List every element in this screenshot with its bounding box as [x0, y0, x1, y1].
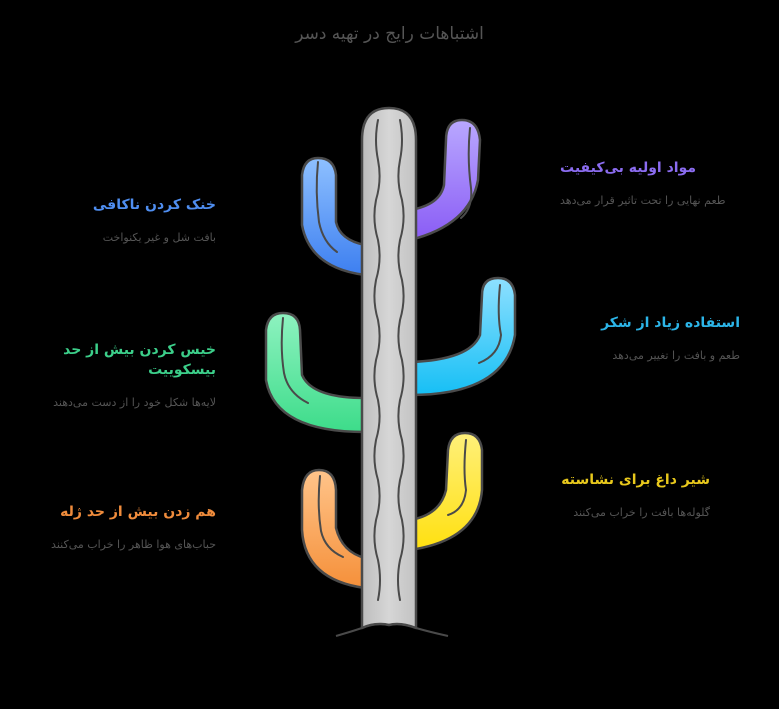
mistake-heading: شیر داغ برای نشاسته — [561, 472, 710, 488]
mistake-heading: استفاده زیاد از شکر — [601, 315, 740, 331]
mistake-heading: خنک کردن ناکافی — [92, 197, 216, 213]
arm-green — [264, 311, 367, 434]
mistake-heading: مواد اولیه بی‌کیفیت — [560, 160, 697, 176]
mistake-description: طعم و بافت را تغییر می‌دهد — [612, 349, 740, 362]
mistake-heading: خیس کردن بیش از حد بیسکوییت — [63, 342, 216, 378]
arm-orange — [300, 468, 367, 590]
mistake-description: لایه‌ها شکل خود را از دست می‌دهند — [53, 396, 216, 409]
mistake-item-overstirring-jelly: هم زدن بیش از حد ژله حباب‌های هوا ظاهر ر… — [40, 502, 216, 554]
arm-yellow — [408, 431, 484, 552]
mistake-heading: هم زدن بیش از حد ژله — [60, 504, 216, 520]
mistake-description: طعم نهایی را تحت تاثیر قرار می‌دهد — [560, 194, 726, 207]
trunk — [360, 106, 418, 630]
arm-purple — [408, 118, 482, 242]
mistake-description: حباب‌های هوا ظاهر را خراب می‌کنند — [51, 538, 216, 551]
diagram-title: اشتباهات رایج در تهیه دسر — [295, 24, 484, 44]
mistake-item-oversoaking-biscuit: خیس کردن بیش از حد بیسکوییت لایه‌ها شکل … — [40, 340, 216, 412]
mistake-item-poor-ingredients: مواد اولیه بی‌کیفیت طعم نهایی را تحت تاث… — [560, 158, 740, 210]
mistake-description: گلوله‌ها بافت را خراب می‌کنند — [573, 506, 710, 519]
arm-cyan — [408, 276, 517, 397]
mistake-item-too-much-sugar: استفاده زیاد از شکر طعم و بافت را تغییر … — [560, 313, 740, 365]
mistake-item-insufficient-cooling: خنک کردن ناکافی بافت شل و غیر یکنواخت — [40, 195, 216, 247]
mistake-item-hot-milk-starch: شیر داغ برای نشاسته گلوله‌ها بافت را خرا… — [560, 470, 710, 522]
arm-blue — [300, 156, 367, 277]
mistake-description: بافت شل و غیر یکنواخت — [102, 231, 216, 244]
